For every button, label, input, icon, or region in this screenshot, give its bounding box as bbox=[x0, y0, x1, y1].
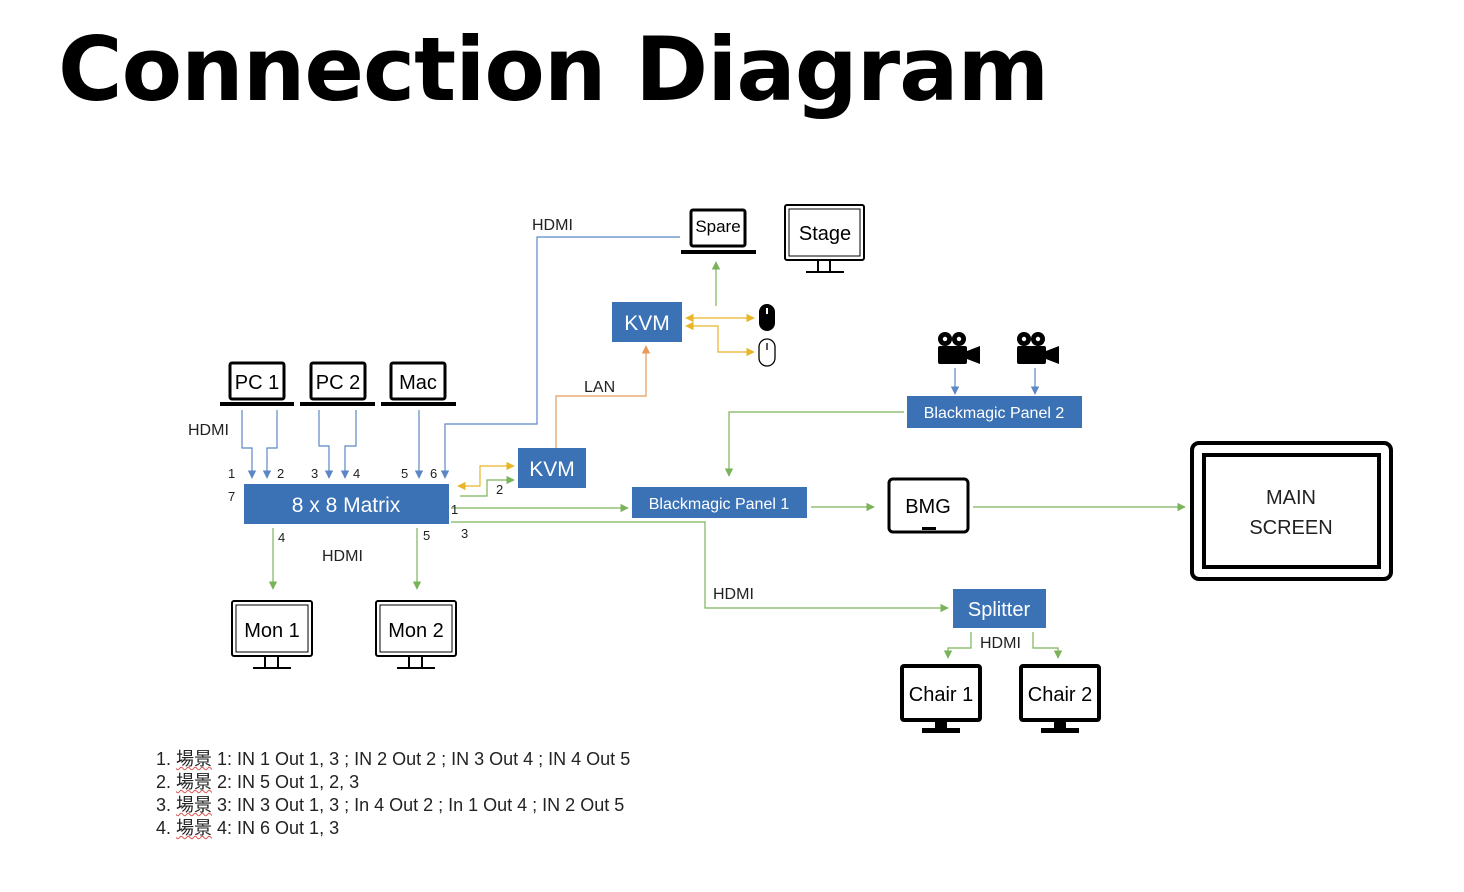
connector-matrix-kvm-1 bbox=[457, 461, 515, 491]
port-in-1: 1 bbox=[228, 466, 235, 481]
main-screen: MAIN SCREEN bbox=[1190, 441, 1393, 581]
monitor-mon2: Mon 2 bbox=[375, 600, 457, 669]
connector-pc2-in4 bbox=[340, 410, 357, 479]
hdmi-label-left: HDMI bbox=[188, 422, 229, 439]
spare-label: Spare bbox=[695, 217, 740, 236]
connector-splitter-chair1 bbox=[943, 632, 972, 659]
scene-note: 2. 場景 2: IN 5 Out 1, 2, 3 bbox=[156, 772, 360, 792]
connector-splitter-chair2 bbox=[1032, 632, 1063, 659]
camera-icon bbox=[938, 332, 980, 364]
mon2-label: Mon 2 bbox=[388, 620, 444, 642]
splitter-label: Splitter bbox=[968, 599, 1031, 621]
connector-pc1-in2 bbox=[262, 410, 278, 479]
connector-out3-splitter bbox=[451, 521, 949, 613]
connector-lan bbox=[555, 345, 651, 449]
port-in-4: 4 bbox=[353, 466, 360, 481]
port-out-4: 4 bbox=[278, 530, 285, 545]
monitor-chair2: Chair 2 bbox=[1019, 664, 1101, 733]
pc1-label: PC 1 bbox=[235, 372, 279, 394]
blackmagic-panel-1-label: Blackmagic Panel 1 bbox=[649, 496, 790, 513]
mac-label: Mac bbox=[399, 372, 437, 394]
blackmagic-panel-2-label: Blackmagic Panel 2 bbox=[924, 405, 1065, 422]
connector-kvm-mouse-2 bbox=[685, 321, 755, 357]
chair2-label: Chair 2 bbox=[1028, 684, 1092, 706]
monitor-stage: Stage bbox=[784, 204, 865, 273]
port-out-1: 1 bbox=[451, 502, 458, 517]
pc2-label: PC 2 bbox=[316, 372, 360, 394]
monitor-mon1: Mon 1 bbox=[231, 600, 313, 669]
connector-pc1-in1 bbox=[241, 410, 257, 479]
lan-label: LAN bbox=[584, 379, 615, 396]
port-out-2: 2 bbox=[496, 482, 503, 497]
scene-notes: 1. 場景 1: IN 1 Out 1, 3 ; IN 2 Out 2 ; IN… bbox=[156, 748, 630, 840]
matrix-box: 8 x 8 Matrix bbox=[244, 484, 449, 524]
laptop-pc2: PC 2 bbox=[300, 361, 375, 406]
scene-note: 1. 場景 1: IN 1 Out 1, 3 ; IN 2 Out 2 ; IN… bbox=[156, 749, 631, 769]
connector-spare-in6 bbox=[440, 236, 680, 479]
port-in-3: 3 bbox=[311, 466, 318, 481]
port-in-5: 5 bbox=[401, 466, 408, 481]
port-out-3: 3 bbox=[461, 526, 468, 541]
blackmagic-panel-1: Blackmagic Panel 1 bbox=[632, 487, 807, 518]
bmg-label: BMG bbox=[905, 496, 951, 518]
laptop-pc1: PC 1 bbox=[220, 361, 294, 406]
port-in-7: 7 bbox=[228, 489, 235, 504]
kvm-top-label: KVM bbox=[624, 312, 670, 335]
connector-bmp2-bmp1 bbox=[724, 411, 904, 477]
port-out-5: 5 bbox=[423, 528, 430, 543]
connector-pc2-in3 bbox=[318, 410, 334, 479]
mouse-icon bbox=[759, 304, 775, 331]
kvm-box: KVM bbox=[518, 448, 586, 488]
scene-note: 3. 場景 3: IN 3 Out 1, 3 ; In 4 Out 2 ; In… bbox=[156, 795, 625, 815]
main-screen-line2: SCREEN bbox=[1249, 517, 1332, 539]
matrix-label: 8 x 8 Matrix bbox=[292, 494, 401, 517]
laptop-mac: Mac bbox=[381, 361, 456, 406]
scene-note: 4. 場景 4: IN 6 Out 1, 3 bbox=[156, 818, 340, 838]
laptop-spare: Spare bbox=[681, 208, 756, 254]
hdmi-label-splitter: HDMI bbox=[713, 586, 754, 603]
camera-icon bbox=[1017, 332, 1059, 364]
mouse-outline-icon bbox=[758, 338, 776, 367]
monitor-chair1: Chair 1 bbox=[900, 664, 982, 733]
port-in-2: 2 bbox=[277, 466, 284, 481]
chair1-label: Chair 1 bbox=[909, 684, 973, 706]
main-screen-line1: MAIN bbox=[1266, 487, 1316, 509]
port-in-6: 6 bbox=[430, 466, 437, 481]
hdmi-label-top: HDMI bbox=[532, 217, 573, 234]
connector-matrix-kvm-2 bbox=[460, 475, 515, 497]
page-title: Connection Diagram bbox=[58, 18, 1049, 121]
mon1-label: Mon 1 bbox=[244, 620, 300, 642]
connectors bbox=[241, 236, 1186, 659]
kvm-top-box: KVM bbox=[612, 302, 682, 342]
hdmi-label-bottom: HDMI bbox=[322, 548, 363, 565]
splitter-box: Splitter bbox=[953, 589, 1046, 628]
bmg-device: BMG bbox=[887, 477, 970, 534]
stage-label: Stage bbox=[799, 223, 851, 245]
blackmagic-panel-2: Blackmagic Panel 2 bbox=[907, 396, 1082, 428]
kvm-label: KVM bbox=[529, 458, 575, 481]
hdmi-label-chairs: HDMI bbox=[980, 635, 1021, 652]
